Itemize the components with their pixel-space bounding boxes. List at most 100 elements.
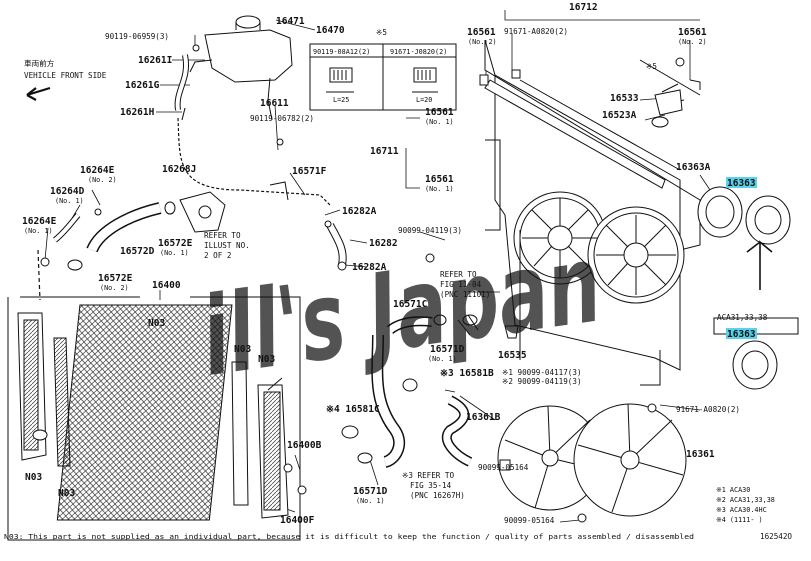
label-16282A-bot[interactable]: 16282A — [352, 262, 387, 273]
refer-illust-line2: ILLUST NO. — [204, 241, 250, 250]
label-16282A-top[interactable]: 16282A — [342, 206, 377, 217]
label-screw2[interactable]: 91671-J0820(2) — [390, 48, 447, 56]
label-vehicle-jp: 車両前方 — [24, 58, 55, 68]
fan-blades — [497, 403, 687, 517]
label-90099-04119-3[interactable]: ※2 90099-04119(3) — [502, 377, 582, 386]
label-16572E-2[interactable]: 16572E — [98, 273, 133, 284]
label-16571D-1-no: (No. 1) — [428, 355, 457, 363]
refer-illust-line1: REFER TO — [204, 231, 241, 240]
label-16261I[interactable]: 16261I — [138, 55, 172, 66]
label-16561-left-no: (No. 2) — [468, 38, 497, 46]
label-16400F[interactable]: 16400F — [280, 515, 315, 526]
label-16523A[interactable]: 16523A — [602, 110, 637, 121]
label-16363-bot[interactable]: 16363 — [727, 329, 756, 340]
legend-2: ※2 ACA31,33,38 — [716, 496, 775, 504]
label-16561-mid-no: (No. 1) — [425, 118, 454, 126]
label-16470[interactable]: 16470 — [316, 25, 345, 36]
label-16581B[interactable]: ※3 16581B — [440, 368, 494, 379]
label-16572E-2-no: (No. 2) — [100, 284, 129, 292]
fan-shroud — [484, 39, 701, 386]
label-16282[interactable]: 16282 — [369, 238, 398, 249]
label-16400[interactable]: 16400 — [152, 280, 181, 291]
refer-35-14-line3: (PNC 16267H) — [410, 491, 465, 500]
label-16533[interactable]: 16533 — [610, 93, 639, 104]
refer-11-04-line3: (PNC 11101) — [440, 290, 490, 299]
label-16471[interactable]: 16471 — [276, 16, 305, 27]
label-16561-mid2-no: (No. 1) — [425, 185, 454, 193]
legend-4: ※4 (1111- ) — [716, 516, 763, 524]
label-16712[interactable]: 16712 — [569, 2, 598, 13]
vehicle-front-arrow-icon — [26, 86, 51, 101]
label-16572E-1-no: (No. 1) — [160, 249, 189, 257]
label-16268J[interactable]: 16268J — [162, 164, 196, 175]
refer-11-04-line2: FIG 11-04 — [440, 280, 482, 289]
label-16264E-2-no: (No. 2) — [88, 176, 117, 184]
figure-number: 162542O — [760, 532, 792, 541]
highlight-16363-top — [726, 177, 757, 188]
label-16363-top[interactable]: 16363 — [727, 178, 756, 189]
label-n03-right: N03 — [258, 354, 275, 365]
label-16264E-1[interactable]: 16264E — [22, 216, 57, 227]
label-90099-04117[interactable]: ※1 90099-04117(3) — [502, 368, 582, 377]
refer-35-14-line2: FIG 35-14 — [410, 481, 452, 490]
label-n03-left-bot: N03 — [25, 472, 42, 483]
label-16561-left[interactable]: 16561 — [467, 27, 496, 38]
fan-motors — [697, 186, 799, 390]
label-16264E-1-no: (No. 1) — [24, 227, 53, 235]
label-16261H[interactable]: 16261H — [120, 107, 155, 118]
label-aca31: ACA31,33,38 — [717, 313, 768, 322]
label-16561-right-no: (No. 2) — [678, 38, 707, 46]
label-90099-05164-a[interactable]: 90099-05164 — [478, 463, 529, 472]
label-16535[interactable]: 16535 — [498, 350, 527, 361]
highlight-16363-bot — [726, 328, 757, 339]
label-star5-box-title: ※5 — [376, 28, 387, 37]
label-16264D[interactable]: 16264D — [50, 186, 85, 197]
label-16572E-1[interactable]: 16572E — [158, 238, 193, 249]
legend-1: ※1 ACA30 — [716, 486, 750, 494]
label-90119-06782[interactable]: 90119-06782(2) — [250, 114, 314, 123]
label-16571D-bot[interactable]: 16571D — [353, 486, 388, 497]
label-90099-04119-top[interactable]: 90099-04119(3) — [398, 226, 462, 235]
label-screw1[interactable]: 90119-08A12(2) — [313, 48, 370, 56]
label-90099-05164-b[interactable]: 90099-05164 — [504, 516, 555, 525]
label-16711[interactable]: 16711 — [370, 146, 399, 157]
diagram-artwork — [7, 10, 810, 541]
label-16264E-2[interactable]: 16264E — [80, 165, 115, 176]
part-labels: 16471 16470 16712 90119-06959(3) 16261I … — [4, 2, 792, 541]
label-16571C[interactable]: 16571C — [393, 299, 428, 310]
label-16261G[interactable]: 16261G — [125, 80, 160, 91]
clamps — [67, 201, 478, 464]
label-16572D[interactable]: 16572D — [120, 246, 155, 257]
label-16611[interactable]: 16611 — [260, 98, 289, 109]
label-16561-right[interactable]: 16561 — [678, 27, 707, 38]
label-16561-mid[interactable]: 16561 — [425, 107, 454, 118]
refer-35-14-line1: ※3 REFER TO — [402, 471, 455, 480]
label-91671-A0820-top[interactable]: 91671-A0820(2) — [504, 27, 568, 36]
label-16581C[interactable]: ※4 16581C — [326, 404, 380, 415]
label-16400B[interactable]: 16400B — [287, 440, 322, 451]
label-16561-mid2[interactable]: 16561 — [425, 174, 454, 185]
label-16571F[interactable]: 16571F — [292, 166, 327, 177]
label-16361[interactable]: 16361 — [686, 449, 715, 460]
outlet-housing — [179, 191, 226, 233]
label-91671-A0820-bot[interactable]: 91671-A0820(2) — [676, 405, 740, 414]
label-90119-06959[interactable]: 90119-06959(3) — [105, 32, 169, 41]
radiator-assembly — [7, 296, 307, 541]
label-16264D-no: (No. 1) — [55, 197, 84, 205]
legend-3: ※3 ACA30.4HC — [716, 506, 767, 514]
label-len1: L=25 — [333, 96, 349, 104]
refer-11-04-line1: REFER TO — [440, 270, 477, 279]
footer-note: N03: This part is not supplied as an ind… — [4, 533, 694, 541]
label-16571D-1[interactable]: 16571D — [430, 344, 465, 355]
label-16361B[interactable]: 16361B — [466, 412, 501, 423]
screw-detail-box — [309, 43, 457, 111]
label-n03-top: N03 — [148, 318, 165, 329]
label-16363A[interactable]: 16363A — [676, 162, 711, 173]
refer-illust-line3: 2 OF 2 — [204, 251, 231, 260]
small-parts — [40, 44, 701, 523]
label-16571D-bot-no: (No. 1) — [356, 497, 385, 505]
